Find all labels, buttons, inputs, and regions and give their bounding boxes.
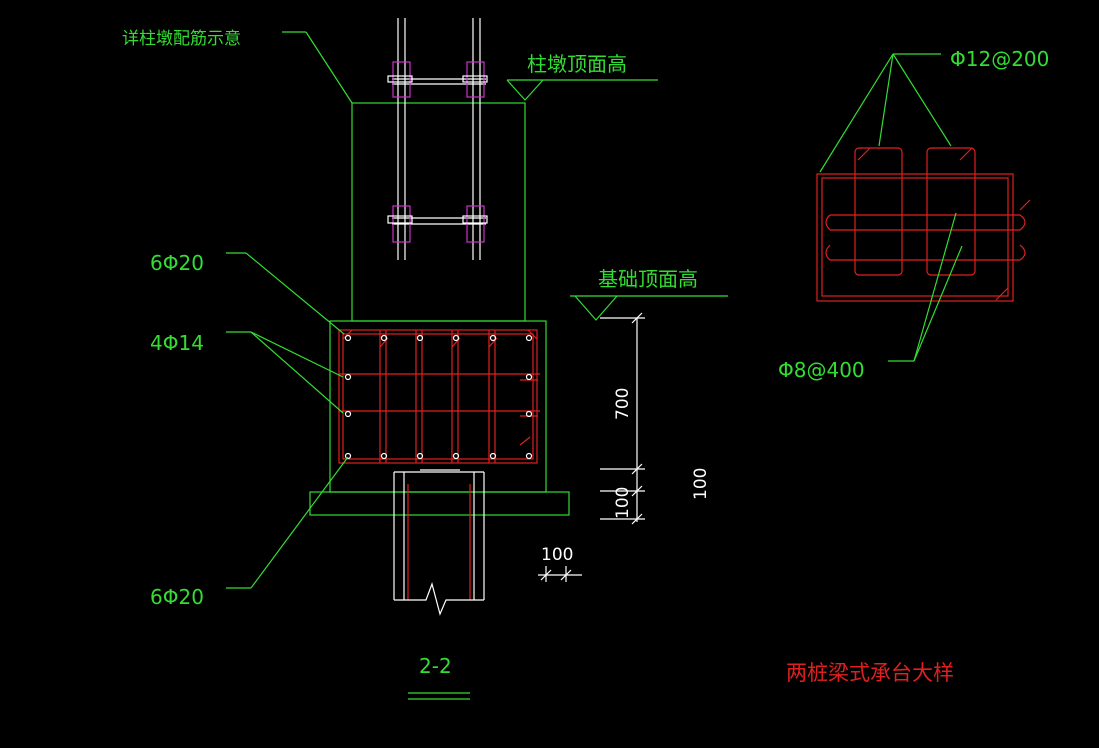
tie-bar-label: Φ8@400: [778, 358, 865, 382]
dim-cushion-height: 100: [613, 487, 633, 519]
cushion-layer: [309, 491, 570, 516]
pier-detail-note: 详柱墩配筋示意: [122, 29, 241, 49]
top-bars-label: 6Φ20: [150, 251, 204, 275]
anchor-plate-top: [387, 61, 488, 98]
dimension-lines: [538, 312, 645, 582]
anchor-plate-bottom: [387, 205, 488, 243]
foundation-top-elevation-label: 基础顶面高: [598, 267, 698, 291]
section-label-underline: [408, 692, 470, 700]
detail-outline: [816, 173, 1014, 302]
leader-bottom-bars: [226, 456, 349, 589]
detail-rebar: [821, 147, 1031, 301]
foundation-top-elevation-mark: [570, 295, 728, 321]
section-label: 2-2: [419, 654, 452, 678]
side-bars-label: 4Φ14: [150, 331, 204, 355]
dim-cap-height: 700: [613, 388, 633, 420]
leader-pier-note: [282, 31, 353, 104]
anchor-bolt-left: [397, 18, 406, 260]
anchor-bolt-right: [472, 18, 481, 260]
leader-side-bars: [226, 331, 344, 414]
dim-cushion-total: 100: [691, 468, 711, 500]
pile: [393, 469, 485, 616]
cap-bar-dots: [344, 334, 533, 460]
dim-cushion-overhang: 100: [541, 545, 573, 565]
pier-top-elevation-label: 柱墩顶面高: [527, 52, 627, 76]
leader-top-bars: [226, 252, 345, 335]
bottom-bars-label: 6Φ20: [150, 585, 204, 609]
leader-main-stirrup: [819, 53, 952, 173]
pile-cap-outline: [329, 320, 547, 493]
cap-rebar-cage: [338, 329, 540, 464]
main-stirrup-label: Φ12@200: [950, 47, 1049, 71]
leader-tie-bar: [888, 212, 963, 362]
drawing-title: 两桩梁式承台大样: [786, 661, 954, 685]
pier-outline: [351, 102, 526, 322]
pier-top-elevation-mark: [506, 79, 658, 101]
